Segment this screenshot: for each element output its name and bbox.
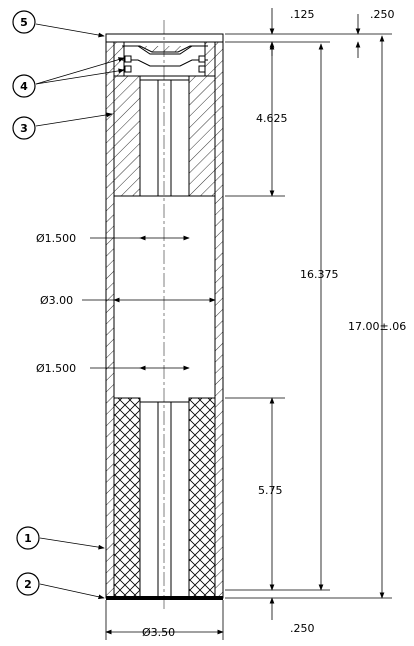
dim-overall-length: 17.00±.06 (348, 320, 406, 333)
dim-bore-main: Ø3.00 (40, 294, 73, 307)
lower-insert (113, 397, 216, 599)
dim-top-cap: .125 (290, 8, 315, 21)
upper-insert (113, 75, 216, 197)
seal-rings (124, 55, 206, 73)
balloon-leaders (35, 23, 125, 600)
bottom-plug (106, 596, 223, 600)
dim-bottom-offset: .250 (290, 622, 315, 635)
dimension-lines (82, 8, 385, 640)
dim-upper-length: 4.625 (256, 112, 288, 125)
balloon-2: 2 (16, 572, 40, 596)
svg-text:1: 1 (24, 532, 32, 545)
svg-text:4: 4 (20, 80, 28, 93)
dim-bore-upper: Ø1.500 (36, 232, 76, 245)
balloon-1: 1 (16, 526, 40, 550)
dim-top-offset: .250 (370, 8, 395, 21)
svg-text:3: 3 (20, 122, 28, 135)
balloon-4: 4 (12, 74, 36, 98)
dim-lower-length: 5.75 (258, 484, 283, 497)
dim-outer-diameter: Ø3.50 (142, 626, 175, 639)
balloon-3: 3 (12, 116, 36, 140)
extension-lines (225, 33, 392, 599)
dim-inner-length: 16.375 (300, 268, 339, 281)
svg-text:5: 5 (20, 16, 28, 29)
dim-bore-lower: Ø1.500 (36, 362, 76, 375)
balloon-5: 5 (12, 10, 36, 34)
svg-text:2: 2 (24, 578, 32, 591)
